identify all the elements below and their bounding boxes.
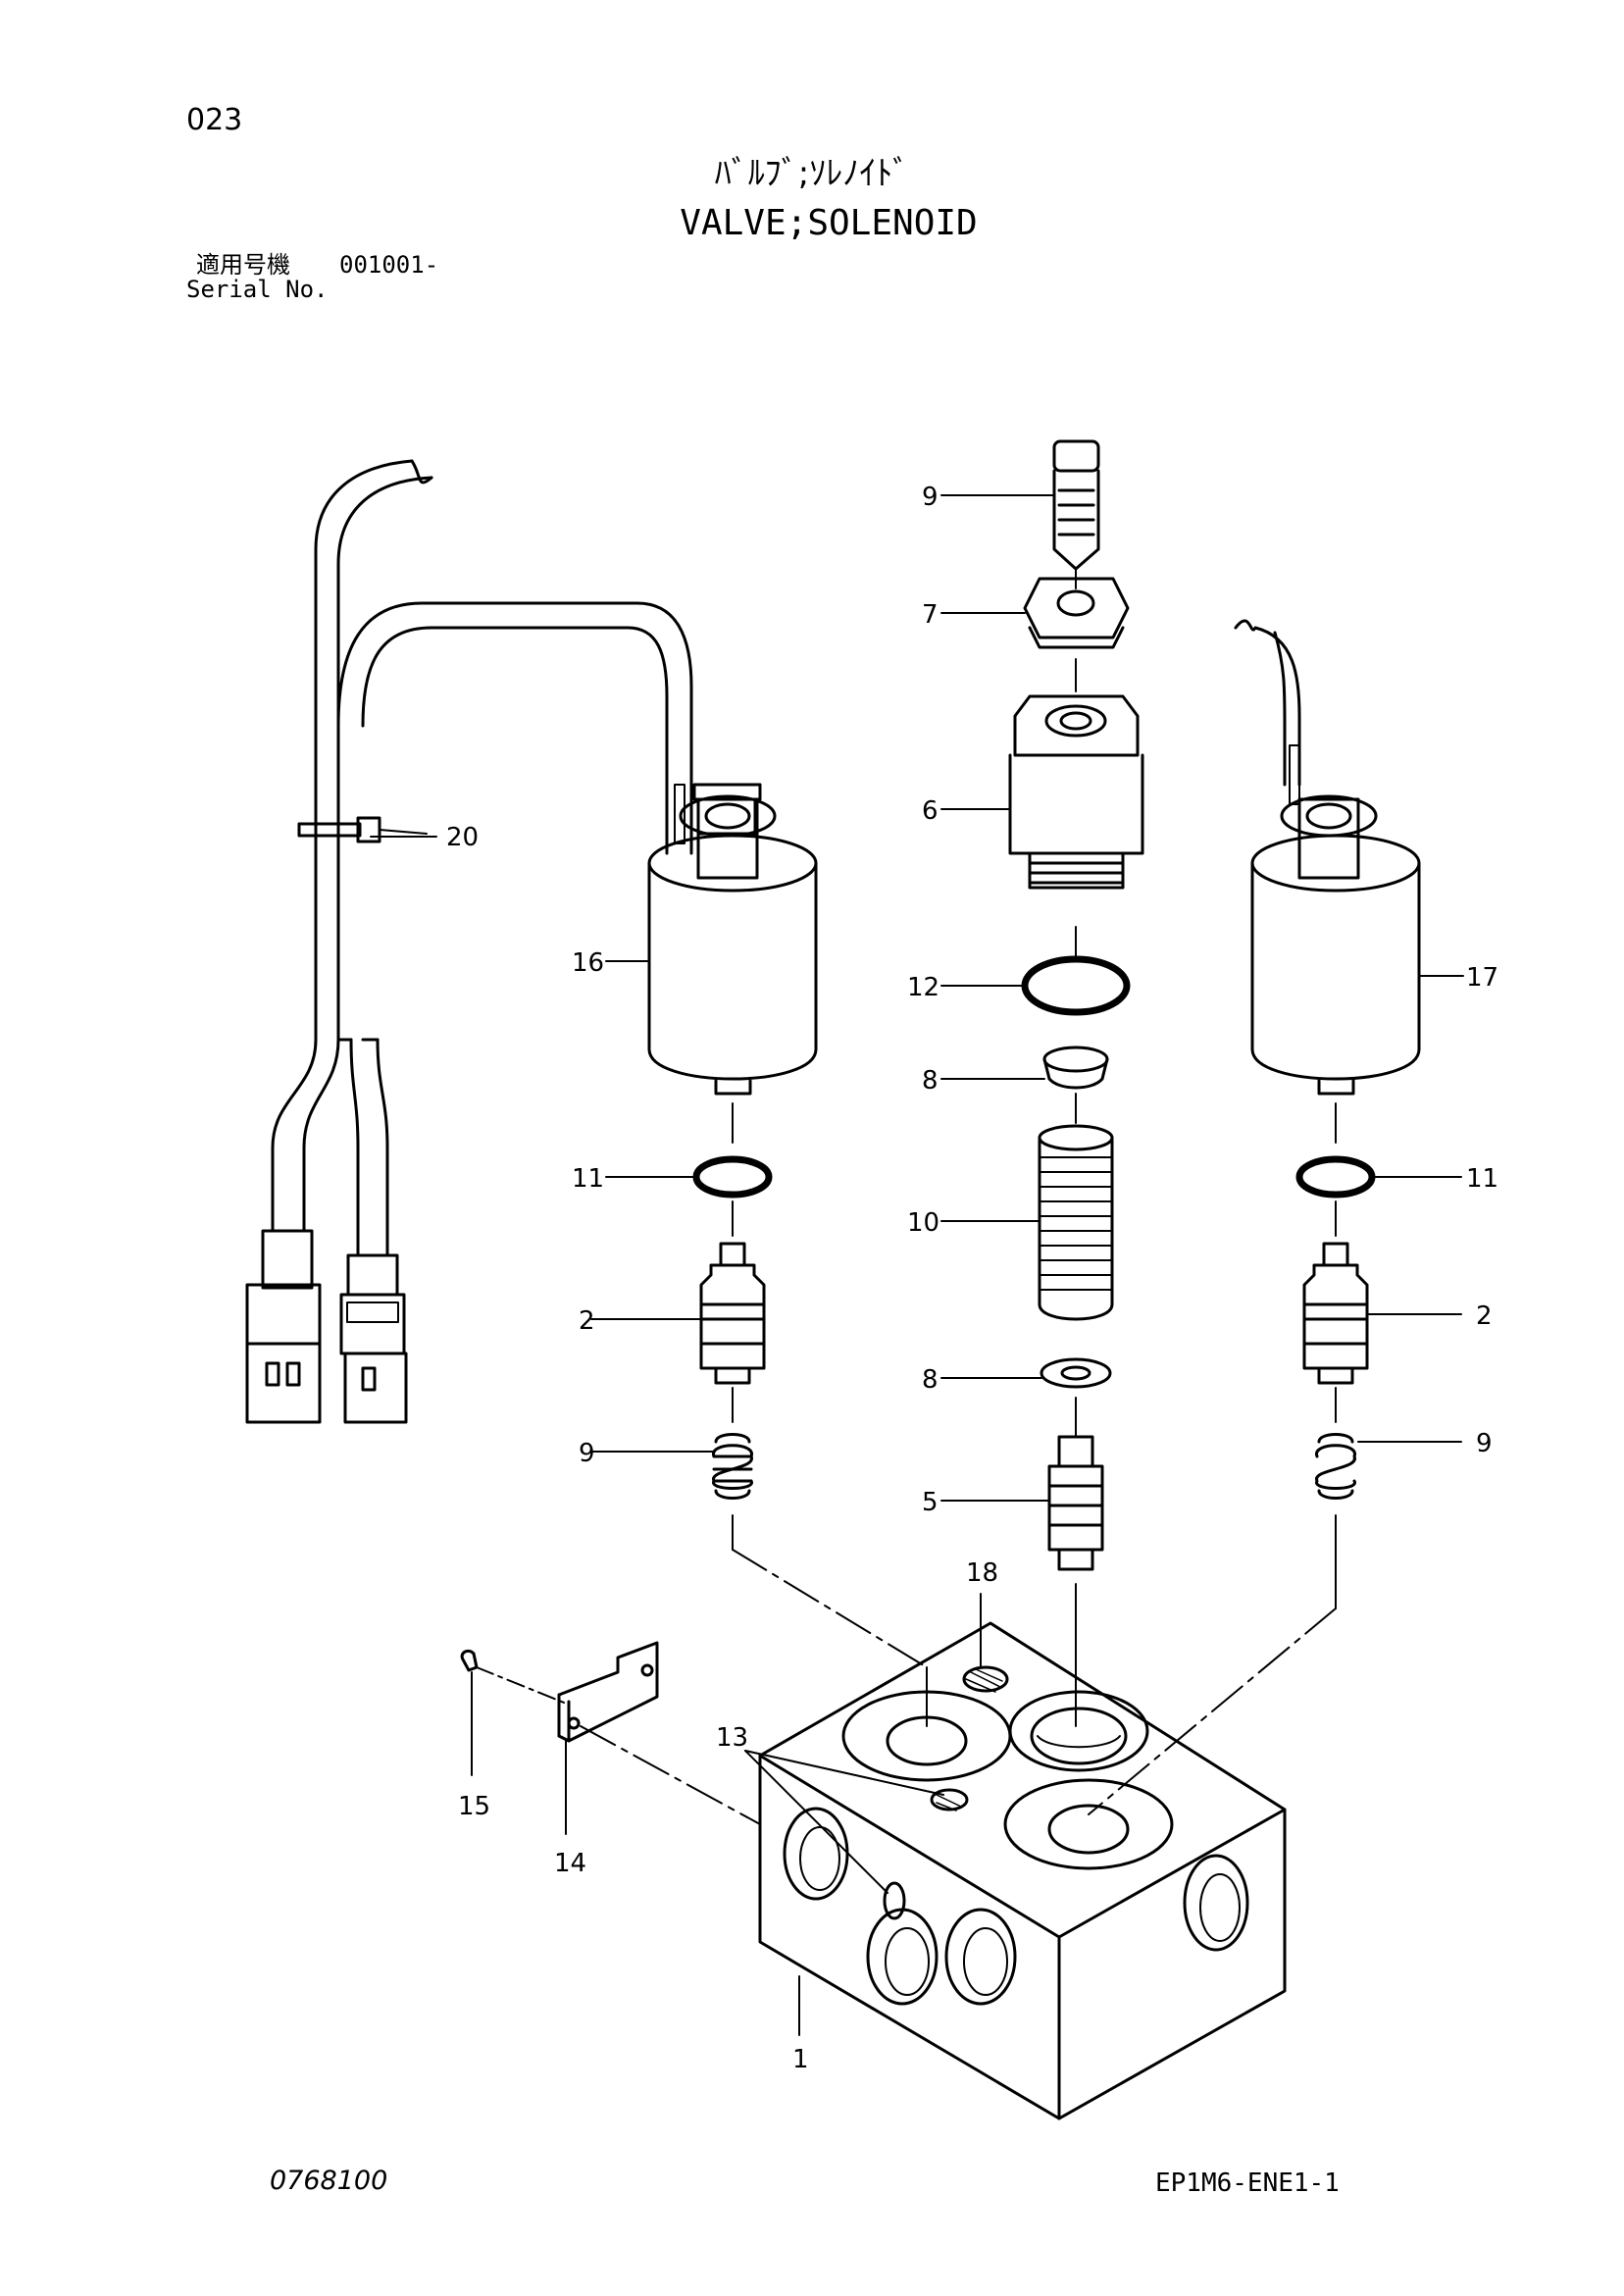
valve-block (758, 1621, 1287, 2120)
callout-12: 12 (907, 973, 939, 1002)
callout-17: 15 (458, 1792, 490, 1821)
callout-3: 5 (922, 1488, 939, 1517)
page-number: 023 (186, 103, 243, 137)
callout-10: 10 (907, 1208, 939, 1238)
wire-harness (245, 459, 693, 1424)
callout-4: 6 (922, 796, 939, 826)
callout-9-right: 9 (1476, 1429, 1493, 1458)
callout-1: 1 (792, 2045, 809, 2074)
title-english: VALVE;SOLENOID (680, 203, 978, 243)
callout-8: 8 (922, 1365, 939, 1395)
callout-11-right: 11 (1466, 1164, 1498, 1194)
callout-20: 20 (446, 823, 479, 852)
callout-14: 16 (572, 948, 604, 978)
callout-15: 17 (1466, 963, 1498, 993)
title-japanese: ﾊﾞﾙﾌﾞ;ｿﾚﾉｲﾄﾞ (714, 154, 910, 193)
callout-11-left: 11 (572, 1164, 604, 1194)
serial-value: 001001- (339, 251, 439, 279)
callout-18: 18 (966, 1558, 998, 1588)
center-valve-stack (1008, 439, 1144, 1727)
callout-9-left: 9 (579, 1439, 595, 1468)
right-cartridge-stack (1088, 1102, 1376, 1815)
callout-leaders (370, 494, 1464, 2036)
serial-label-japanese: 適用号機 (196, 251, 290, 279)
footer-document-code: EP1M6-ENE1-1 (1155, 2168, 1340, 2198)
callout-6: 9 (922, 483, 939, 512)
solenoid-coil-right (1234, 619, 1421, 1096)
callout-5: 7 (922, 600, 939, 630)
callout-13: 13 (716, 1723, 748, 1753)
callout-labels: 9 7 6 12 8 10 8 5 20 16 11 2 9 17 11 2 9… (446, 483, 1498, 2074)
footer-drawing-number: 0768100 (270, 2166, 388, 2196)
callout-2-right: 2 (1476, 1301, 1493, 1331)
left-cartridge-stack (692, 1102, 928, 1727)
serial-label-english: Serial No. (186, 276, 329, 303)
callout-7: 8 (922, 1066, 939, 1096)
solenoid-coil-left (647, 783, 818, 1096)
name-plate-and-screw (460, 1641, 761, 1835)
callout-16: 14 (554, 1849, 586, 1878)
callout-2-left: 2 (579, 1306, 595, 1336)
